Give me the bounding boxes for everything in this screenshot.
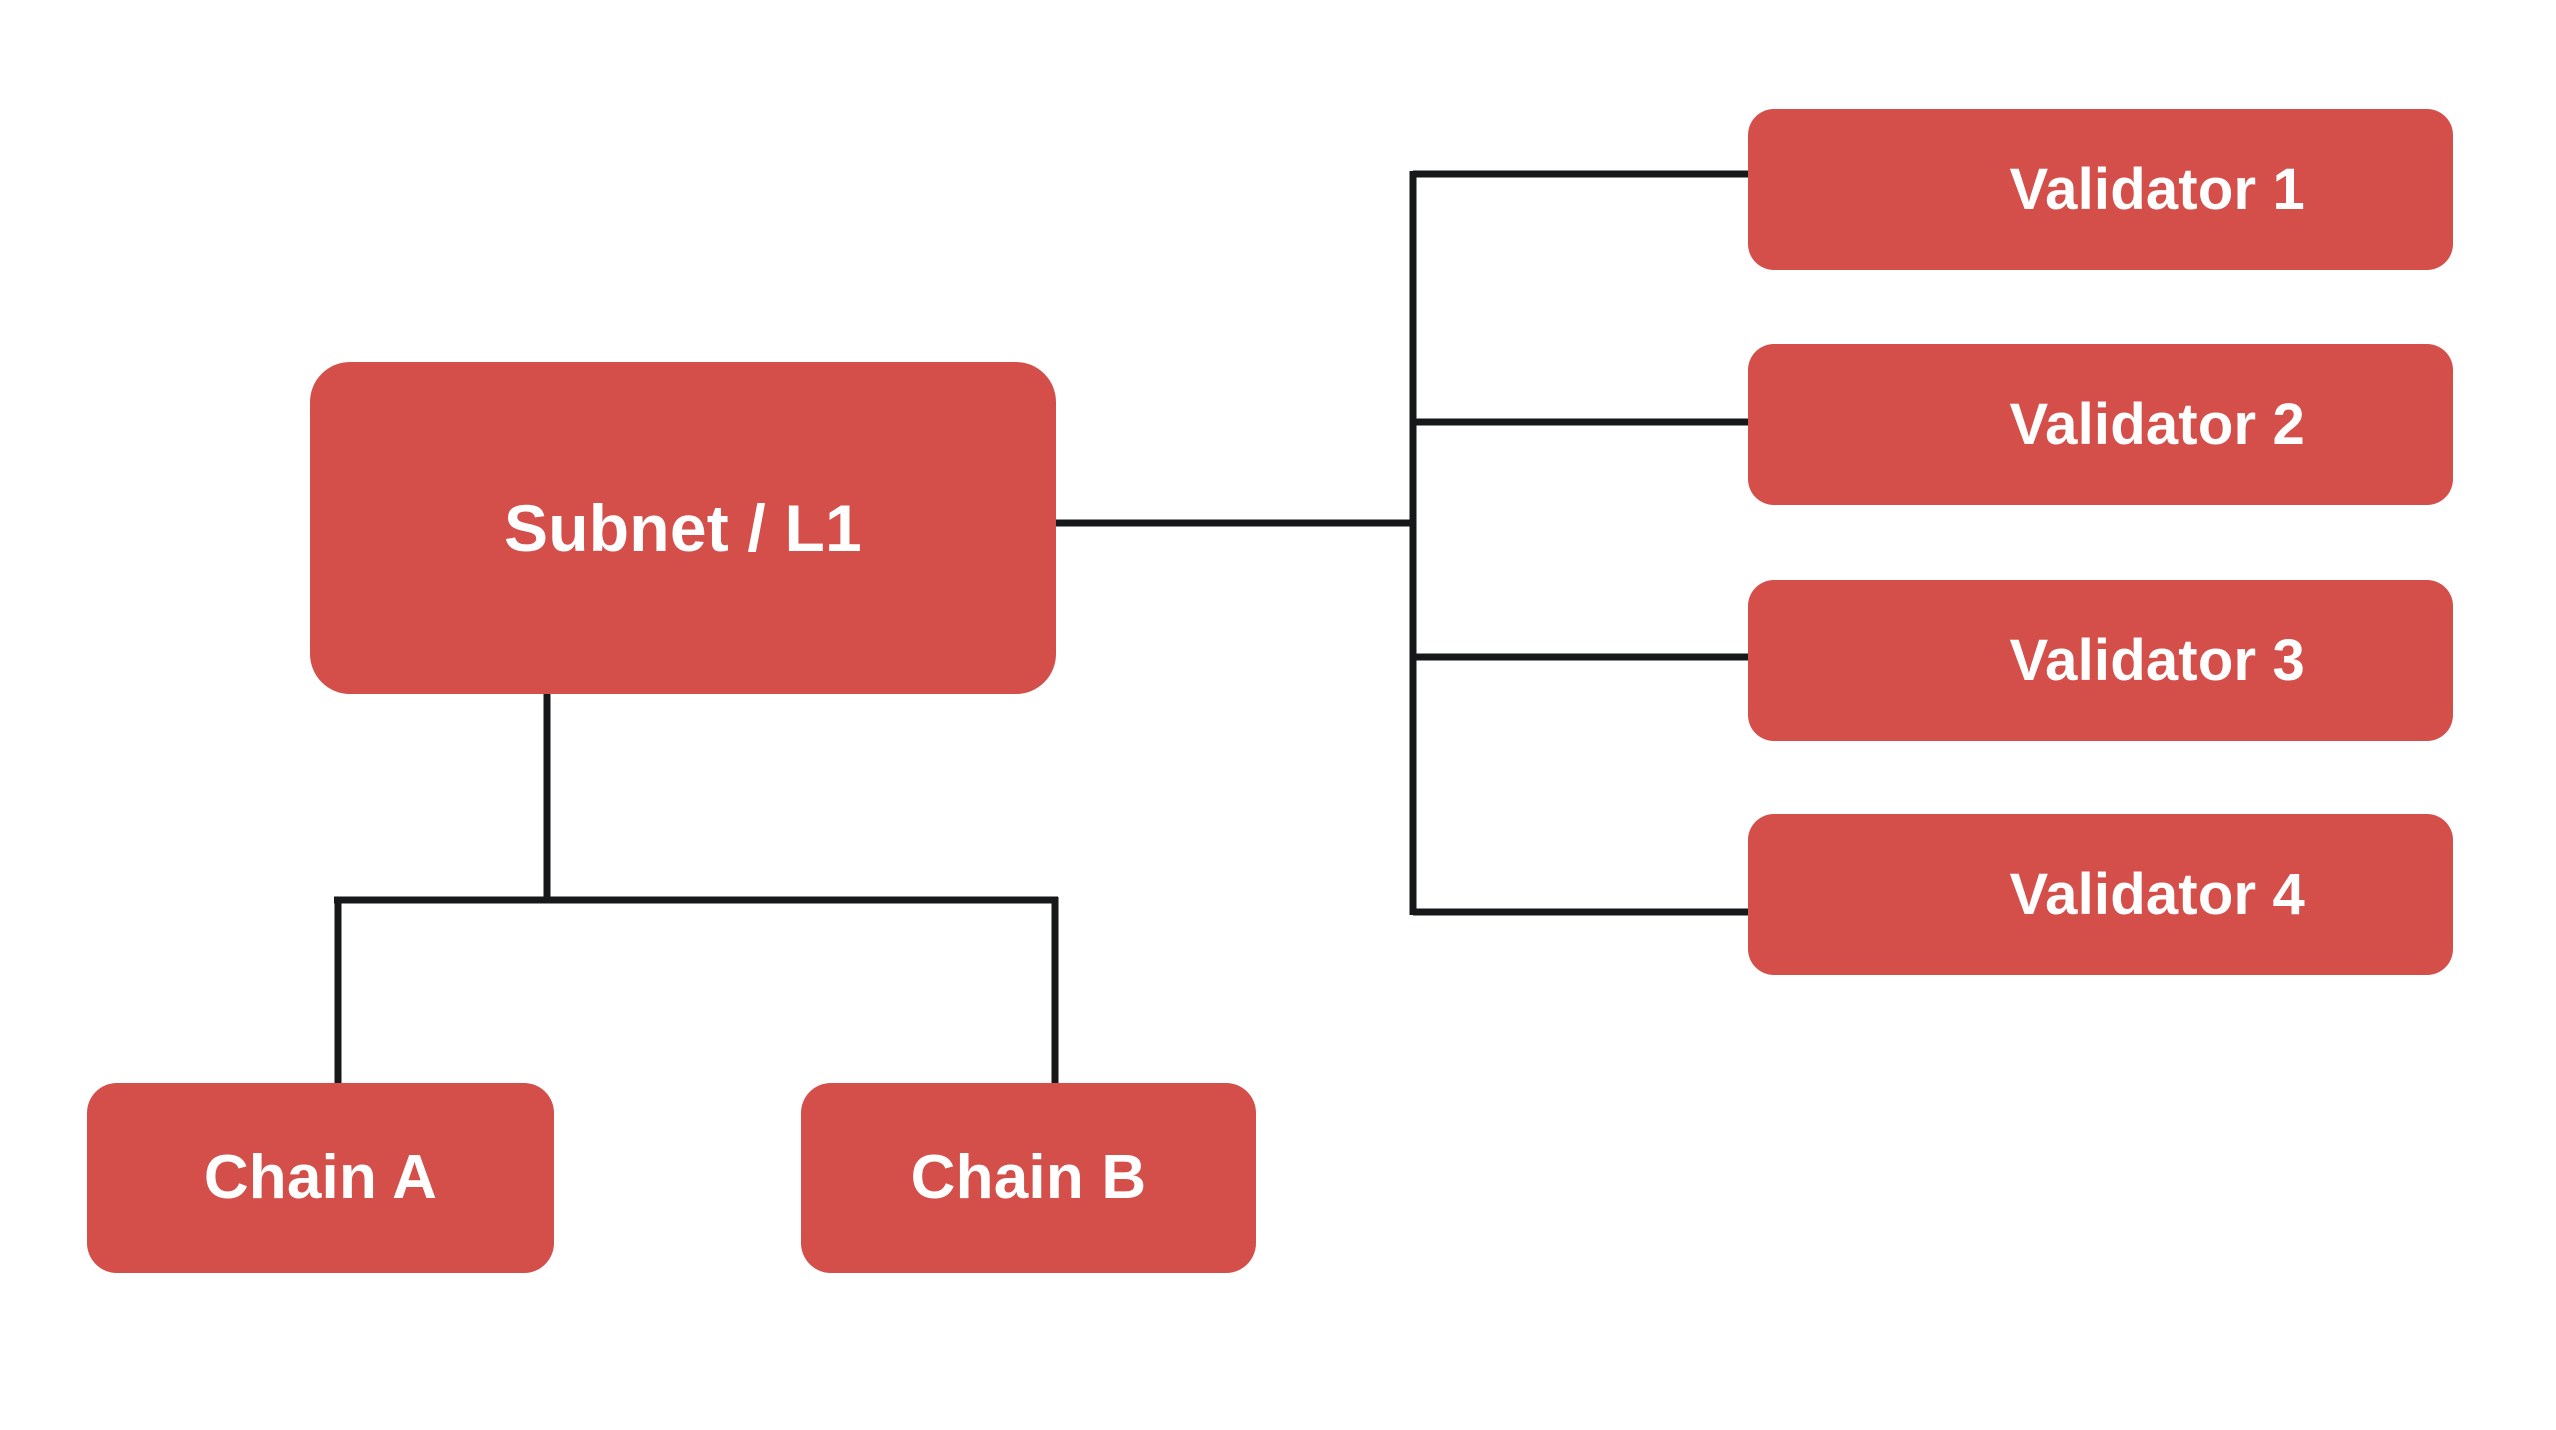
node-chain-a-label: Chain A — [203, 1143, 438, 1212]
node-validator-4[interactable]: Validator 4 — [1748, 814, 2453, 975]
node-subnet-l1-label: Subnet / L1 — [504, 491, 862, 565]
node-subnet-l1[interactable]: Subnet / L1 — [310, 362, 1056, 694]
node-validator-3[interactable]: Validator 3 — [1748, 580, 2453, 741]
node-chain-b[interactable]: Chain B — [801, 1083, 1256, 1273]
node-validator-2-label: Validator 2 — [2009, 391, 2305, 457]
node-validator-2[interactable]: Validator 2 — [1748, 344, 2453, 505]
node-validator-1-label: Validator 1 — [2009, 156, 2305, 222]
node-validator-3-label: Validator 3 — [2009, 627, 2305, 693]
node-chain-a[interactable]: Chain A — [87, 1083, 554, 1273]
node-validator-1[interactable]: Validator 1 — [1748, 109, 2453, 270]
node-chain-b-label: Chain B — [910, 1143, 1147, 1212]
node-validator-4-label: Validator 4 — [2009, 861, 2305, 927]
